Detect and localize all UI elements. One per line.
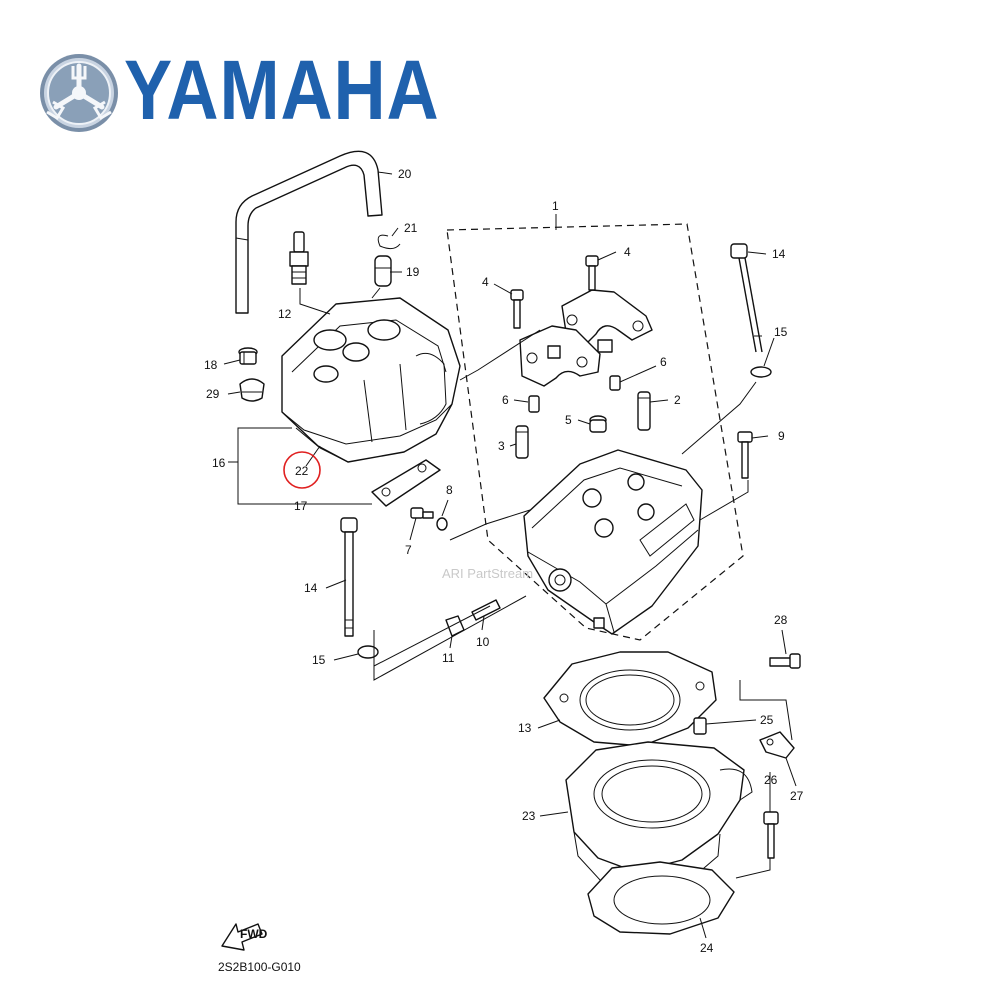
cover-bolt xyxy=(238,347,258,365)
highlight-circle xyxy=(283,451,321,489)
callout-20[interactable]: 20 xyxy=(398,167,412,181)
callout-23[interactable]: 23 xyxy=(522,809,536,823)
callout-7[interactable]: 7 xyxy=(405,543,412,557)
callout-11[interactable]: 11 xyxy=(442,651,455,665)
cylinder-bolt xyxy=(763,811,779,859)
breather-hose xyxy=(235,150,383,314)
dowel-pin xyxy=(528,395,540,413)
tuning-fork-emblem-icon xyxy=(40,54,118,132)
callout-12[interactable]: 12 xyxy=(278,307,292,321)
callout-22[interactable]: 22 xyxy=(295,464,309,478)
washer xyxy=(750,366,772,378)
hose-bracket xyxy=(759,731,795,759)
callout-2[interactable]: 2 xyxy=(674,393,681,407)
cap-bolt xyxy=(585,255,599,291)
cap-bolt xyxy=(510,289,524,329)
callout-8[interactable]: 8 xyxy=(446,483,453,497)
base-gasket xyxy=(587,861,735,935)
callout-13[interactable]: 13 xyxy=(518,721,532,735)
cylinder-head xyxy=(523,449,703,635)
callout-27[interactable]: 27 xyxy=(790,789,804,803)
callout-1[interactable]: 1 xyxy=(552,199,559,213)
cover-gasket xyxy=(371,459,441,507)
dowel-pin xyxy=(693,717,707,735)
callout-4[interactable]: 4 xyxy=(482,275,489,289)
diagram-reference-code: 2S2B100-G010 xyxy=(218,960,301,974)
o-ring xyxy=(436,517,448,531)
valve-guide xyxy=(637,391,651,431)
head-bolt xyxy=(730,243,763,353)
callout-15[interactable]: 15 xyxy=(774,325,788,339)
callout-25[interactable]: 25 xyxy=(760,713,774,727)
rubber-cap xyxy=(374,255,392,287)
callout-29[interactable]: 29 xyxy=(206,387,220,401)
cylinder-head-cover xyxy=(281,297,461,463)
leader-lines xyxy=(223,171,797,939)
callout-10[interactable]: 10 xyxy=(476,635,490,649)
watermark-text: ARI PartStream xyxy=(442,566,534,581)
dowel-pin xyxy=(609,375,621,391)
cylinder-head-assembly-frame xyxy=(446,223,744,641)
stud-bolt xyxy=(737,431,753,479)
callout-14[interactable]: 14 xyxy=(772,247,786,261)
fwd-arrow-icon: FWD xyxy=(221,923,268,951)
callout-3[interactable]: 3 xyxy=(498,439,505,453)
flange-nut xyxy=(445,615,465,637)
callout-15[interactable]: 15 xyxy=(312,653,326,667)
callout-6[interactable]: 6 xyxy=(502,393,509,407)
callout-6[interactable]: 6 xyxy=(660,355,667,369)
fwd-label: FWD xyxy=(240,927,268,941)
spark-plug xyxy=(289,231,309,285)
callout-16[interactable]: 16 xyxy=(212,456,226,470)
bracket-bolt xyxy=(769,653,801,669)
camshaft-cap-right xyxy=(561,289,653,353)
brand-wordmark: YAMAHA xyxy=(124,43,440,137)
head-bolt xyxy=(340,517,358,637)
cylinder xyxy=(565,741,753,895)
callout-labels: 1 2 3 4 4 5 6 6 7 8 9 10 11 12 13 14 14 … xyxy=(204,167,804,955)
yamaha-logo xyxy=(40,54,118,132)
callout-4[interactable]: 4 xyxy=(624,245,631,259)
seal-plug xyxy=(589,415,607,433)
callout-5[interactable]: 5 xyxy=(565,413,572,427)
callout-24[interactable]: 24 xyxy=(700,941,714,955)
callout-28[interactable]: 28 xyxy=(774,613,788,627)
callout-19[interactable]: 19 xyxy=(406,265,420,279)
small-bolt xyxy=(410,507,434,519)
callout-26[interactable]: 26 xyxy=(764,773,778,787)
cylinder-head-gasket xyxy=(543,651,717,747)
callout-9[interactable]: 9 xyxy=(778,429,785,443)
callout-18[interactable]: 18 xyxy=(204,358,218,372)
stud-bolt xyxy=(471,599,501,621)
callout-14[interactable]: 14 xyxy=(304,581,318,595)
circlip xyxy=(377,234,401,250)
washer xyxy=(357,645,379,659)
valve-guide xyxy=(515,425,529,459)
callout-21[interactable]: 21 xyxy=(404,221,418,235)
callout-17[interactable]: 17 xyxy=(294,499,308,513)
camshaft-cap-left xyxy=(519,325,601,387)
grommet xyxy=(239,378,265,402)
